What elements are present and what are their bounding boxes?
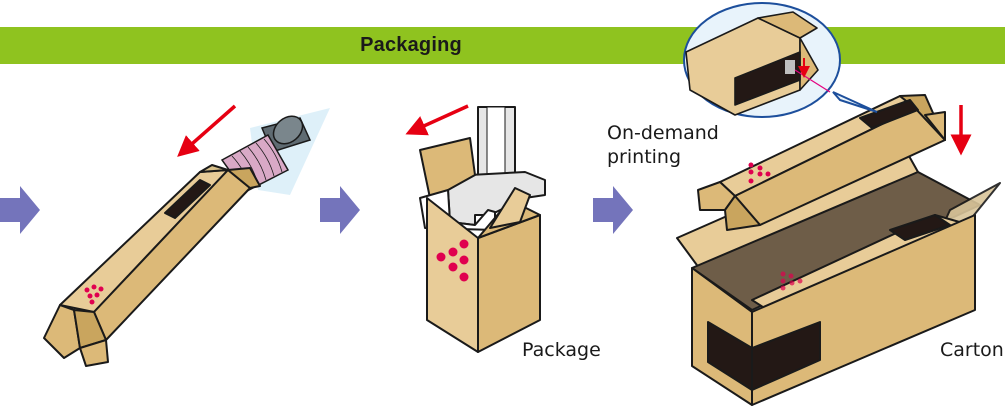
package-label: Package: [522, 339, 601, 361]
step-package-illustration: [419, 106, 546, 353]
section-title: Packaging: [360, 34, 462, 56]
carton-label: Carton: [940, 339, 1004, 361]
ondemand-line-1: On-demand: [607, 122, 719, 144]
logo-dots-icon: [748, 162, 771, 184]
print-block: [859, 99, 919, 129]
logo-dots-icon: [780, 271, 803, 291]
logo-dots-icon: [84, 284, 104, 305]
callout-magnifier: [683, 2, 878, 118]
barcode-label: [785, 60, 795, 74]
ondemand-line-2: printing: [607, 146, 682, 168]
long-box: [43, 164, 261, 367]
flow-arrow-icon: [0, 186, 40, 234]
motion-arrow-icon: [405, 104, 469, 136]
logo-dots-icon: [436, 239, 469, 282]
step-insert-illustration: [43, 104, 330, 367]
motion-arrow-icon: [177, 104, 237, 157]
flow-arrow-icon: [320, 186, 360, 234]
ondemand-printing-label: On-demand printing: [607, 121, 767, 169]
carton-long-box: [697, 94, 946, 231]
callout-tail: [832, 91, 878, 113]
print-block: [734, 51, 801, 106]
print-block: [164, 179, 211, 219]
flow-arrow-icon: [593, 186, 633, 234]
